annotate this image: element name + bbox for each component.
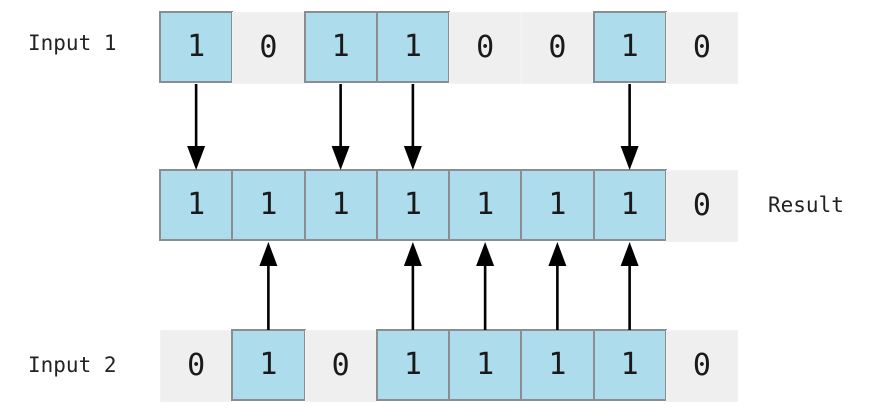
- bit-cell: 1: [520, 169, 595, 241]
- bit-cell: 1: [231, 169, 306, 241]
- input1-row-label: Input 1: [28, 31, 117, 55]
- bit-cell: 1: [592, 329, 667, 401]
- bit-cell: 0: [521, 12, 594, 84]
- bit-cell: 1: [520, 329, 595, 401]
- down-arrow-col-2-head: [331, 146, 350, 170]
- bit-cell: 1: [159, 169, 234, 241]
- down-arrow-col-6-head: [620, 146, 639, 170]
- bit-cell: 0: [665, 330, 738, 402]
- up-arrow-col-4-head: [476, 242, 495, 266]
- bit-cell: 0: [160, 330, 233, 402]
- bit-cell: 1: [592, 169, 667, 241]
- up-arrow-col-1-head: [259, 242, 278, 266]
- bit-cell: 1: [159, 11, 234, 83]
- down-arrow-col-0-head: [187, 146, 206, 170]
- bit-cell: 0: [665, 170, 738, 242]
- bit-cell: 1: [448, 329, 523, 401]
- bit-cell: 0: [449, 12, 522, 84]
- bit-cell: 1: [303, 169, 378, 241]
- down-arrow-col-3-head: [403, 146, 422, 170]
- up-arrow-col-3-head: [403, 242, 422, 266]
- bit-cell: 1: [303, 11, 378, 83]
- bit-cell: 0: [232, 12, 305, 84]
- bit-cell: 1: [375, 11, 450, 83]
- bit-cell: 1: [231, 329, 306, 401]
- input2-row-label: Input 2: [28, 353, 117, 377]
- up-arrow-col-6-head: [620, 242, 639, 266]
- bit-cell: 0: [304, 330, 377, 402]
- bit-cell: 1: [448, 169, 523, 241]
- bit-cell: 1: [375, 329, 450, 401]
- result-row-label: Result: [768, 193, 844, 217]
- up-arrow-col-5-head: [548, 242, 567, 266]
- bit-cell: 1: [592, 11, 667, 83]
- bit-cell: 1: [375, 169, 450, 241]
- bit-cell: 0: [665, 12, 738, 84]
